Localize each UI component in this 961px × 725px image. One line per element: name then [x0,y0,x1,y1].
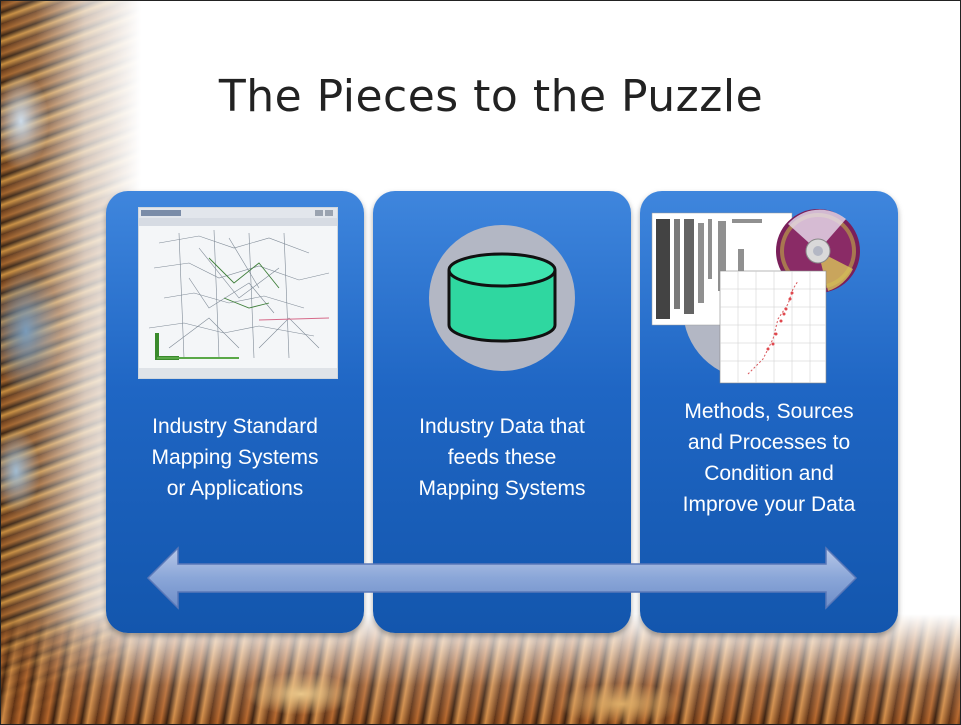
panel-text-line: feeds these [447,446,557,469]
slide-title: The Pieces to the Puzzle [218,71,764,122]
panel-text-line: Methods, Sources [684,400,854,423]
panel-text-line: Industry Standard [152,415,318,438]
panel-text-line: and Processes to [687,431,851,454]
panel-mapping-systems: Industry Standard Mapping Systems or App… [106,191,364,633]
double-headed-arrow [146,546,858,610]
panel-text-line: Mapping Systems [418,477,586,500]
map-drawing [139,208,337,378]
data-table-cd-chart-collage [648,209,868,389]
panel-text-line: Industry Data that [419,415,585,438]
panel-industry-data: Industry Data that feeds these Mapping S… [373,191,631,633]
panel-methods-sources-text: Methods, Sources and Processes to Condit… [640,396,898,520]
panel-mapping-systems-text: Industry Standard Mapping Systems or App… [106,411,364,504]
panel-text-line: Improve your Data [682,493,856,516]
mapping-application-screenshot [138,207,338,379]
panel-text-line: Mapping Systems [151,446,319,469]
panel-industry-data-text: Industry Data that feeds these Mapping S… [373,411,631,504]
panel-text-line: Condition and [704,462,834,485]
panel-methods-sources: Methods, Sources and Processes to Condit… [640,191,898,633]
database-icon-background [429,225,575,371]
database-cylinder-icon [447,252,557,343]
panel-text-line: or Applications [166,477,304,500]
scatter-chart-image [719,270,827,384]
collage-drawing [651,209,860,384]
